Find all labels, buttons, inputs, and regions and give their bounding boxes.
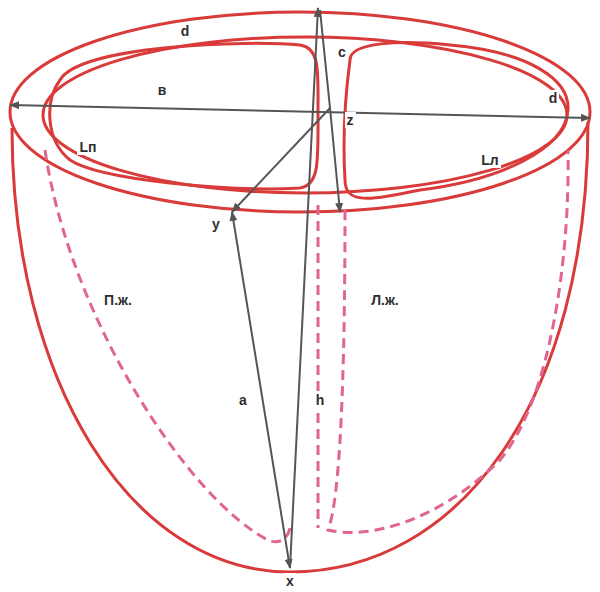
dimension-label: a [237, 392, 249, 408]
base-outline [10, 12, 590, 212]
point-label: z [345, 112, 356, 128]
width-line [10, 105, 590, 118]
dimension-label: h [314, 392, 327, 408]
depth-line [330, 108, 340, 212]
dimension-label: d [547, 90, 560, 106]
axis-line [232, 212, 290, 568]
dimension-label: в [156, 82, 169, 98]
depth-line [320, 10, 330, 108]
ring-label: Lл [479, 152, 500, 168]
ring-label: Lп [77, 139, 98, 155]
dimension-label: d [179, 23, 192, 39]
left-orifice [344, 43, 568, 199]
radius-line [232, 108, 330, 212]
point-label: x [284, 573, 296, 589]
point-label: y [210, 216, 222, 232]
dimension-label: c [336, 44, 348, 60]
height-line [290, 8, 318, 568]
left-cavity [328, 150, 568, 532]
septum-line [317, 205, 320, 528]
chamber-label: Л.ж. [369, 292, 401, 308]
chamber-label: П.ж. [102, 292, 134, 308]
right-orifice [50, 43, 318, 188]
